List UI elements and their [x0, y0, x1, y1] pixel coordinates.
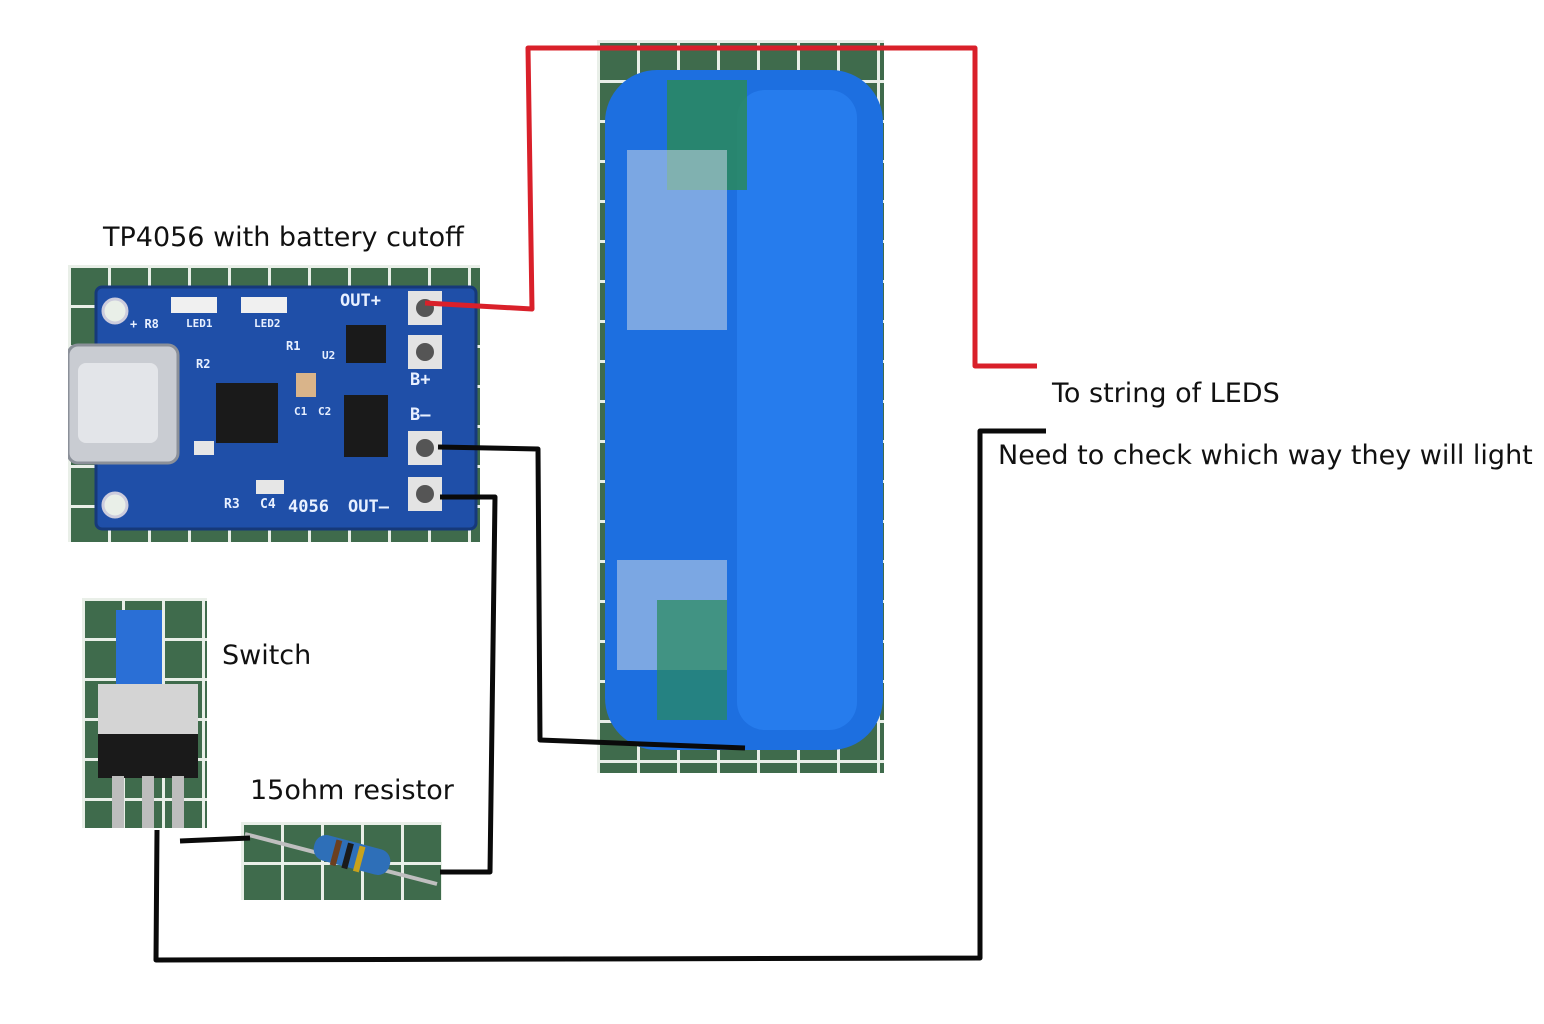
resistor-drawing — [244, 832, 438, 886]
switch-resistor-wire — [179, 835, 251, 844]
mark-r8: + R8 — [130, 317, 159, 331]
mark-out-plus: OUT+ — [340, 291, 381, 311]
resistor-label: 15ohm resistor — [250, 775, 454, 806]
mark-b-plus: B+ — [410, 370, 431, 390]
mark-r3: R3 — [224, 497, 240, 512]
switch-photo — [82, 598, 207, 828]
tp4056-board-drawing — [68, 285, 478, 531]
mark-r1: R1 — [286, 339, 301, 353]
mark-c1: C1 — [294, 405, 308, 418]
mark-led1: LED1 — [186, 317, 213, 330]
mark-u2: U2 — [322, 349, 336, 362]
mark-led2: LED2 — [254, 317, 281, 330]
note-label: Need to check which way they will light — [998, 440, 1533, 471]
out-minus-wire — [440, 494, 498, 875]
mark-b-minus: B– — [410, 405, 431, 425]
positive-wire — [424, 45, 1037, 369]
battery-negative-wire — [437, 444, 746, 751]
mark-4056: 4056 — [288, 497, 329, 517]
leds-label: To string of LEDS — [1052, 378, 1280, 409]
mark-c2: C2 — [318, 405, 332, 418]
mark-out-minus: OUT– — [348, 497, 389, 517]
leds-return-wire — [153, 428, 1046, 963]
board-label: TP4056 with battery cutoff — [103, 222, 464, 253]
battery-photo — [597, 40, 884, 773]
mark-c4: C4 — [260, 497, 276, 512]
battery-drawing — [605, 70, 883, 750]
switch-drawing — [98, 610, 198, 828]
resistor-photo — [241, 822, 442, 900]
switch-label: Switch — [222, 640, 312, 671]
tp4056-board-photo: OUT+ B+ B– OUT– 4056 + R8 LED1 LED2 R1 R… — [68, 265, 480, 542]
mark-r2: R2 — [196, 357, 211, 371]
